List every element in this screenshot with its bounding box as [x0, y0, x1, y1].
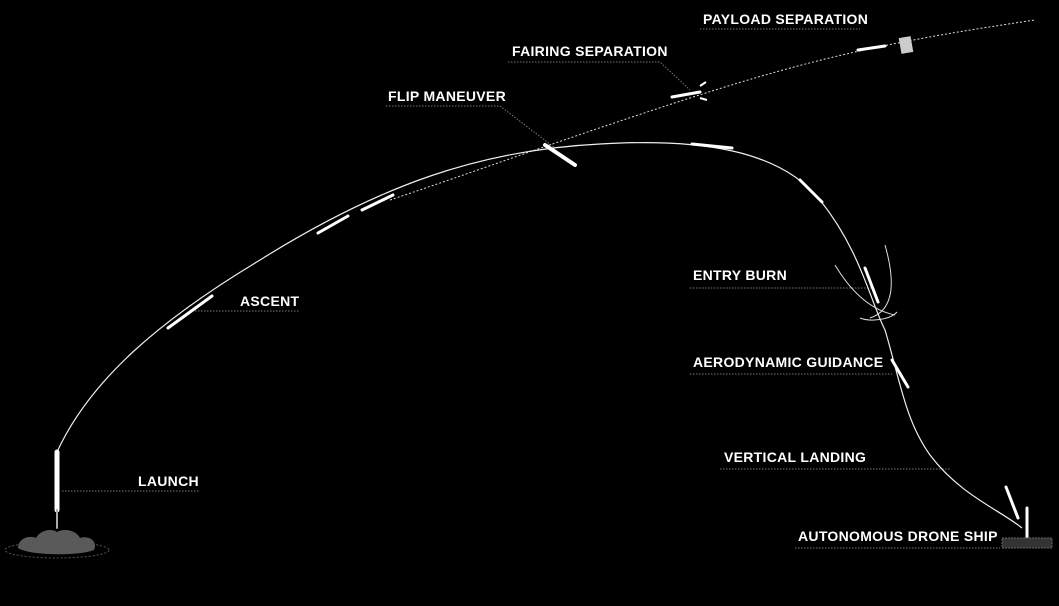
leader-fairing-separation — [508, 61, 691, 91]
landing-rocket-icon — [1004, 485, 1020, 520]
fairing-rocket-icon — [670, 90, 702, 99]
ascent-rocket-icon — [166, 294, 214, 330]
label-aerodynamic-guidance: AERODYNAMIC GUIDANCE — [693, 354, 884, 370]
rocket-icon — [690, 142, 734, 150]
payload-satellite-icon — [898, 36, 914, 54]
first-stage-trajectory — [56, 142, 1023, 529]
guidance-rocket-icon — [890, 358, 910, 389]
label-flip-maneuver: FLIP MANEUVER — [388, 88, 506, 104]
entry-burn-arc — [834, 264, 896, 316]
second-stage-path — [389, 19, 1036, 201]
rocket-icon — [360, 193, 395, 212]
label-fairing-separation: FAIRING SEPARATION — [512, 43, 668, 59]
rocket-icon — [798, 178, 824, 204]
fairing-halves-icon — [699, 81, 708, 101]
rocket-markers — [54, 44, 1029, 540]
label-vertical-landing: VERTICAL LANDING — [724, 449, 867, 465]
drone-ship-icon — [1001, 537, 1053, 549]
flip-rocket-icon — [543, 143, 577, 167]
second-stage-icon — [856, 44, 887, 52]
launch-pad-ring — [4, 541, 110, 559]
rocket-icon — [316, 214, 350, 235]
label-payload-separation: PAYLOAD SEPARATION — [703, 11, 869, 27]
label-autonomous-drone-ship: AUTONOMOUS DRONE SHIP — [798, 528, 998, 544]
entry-burn-arc — [869, 244, 892, 319]
label-entry-burn: ENTRY BURN — [693, 267, 788, 283]
label-launch: LAUNCH — [138, 473, 199, 489]
label-ascent: ASCENT — [240, 293, 300, 309]
entry-burn-arc — [859, 311, 898, 321]
entry-burn-rocket-icon — [863, 266, 880, 304]
leader-flip-maneuver — [386, 105, 556, 149]
leader-lines — [62, 28, 1000, 549]
